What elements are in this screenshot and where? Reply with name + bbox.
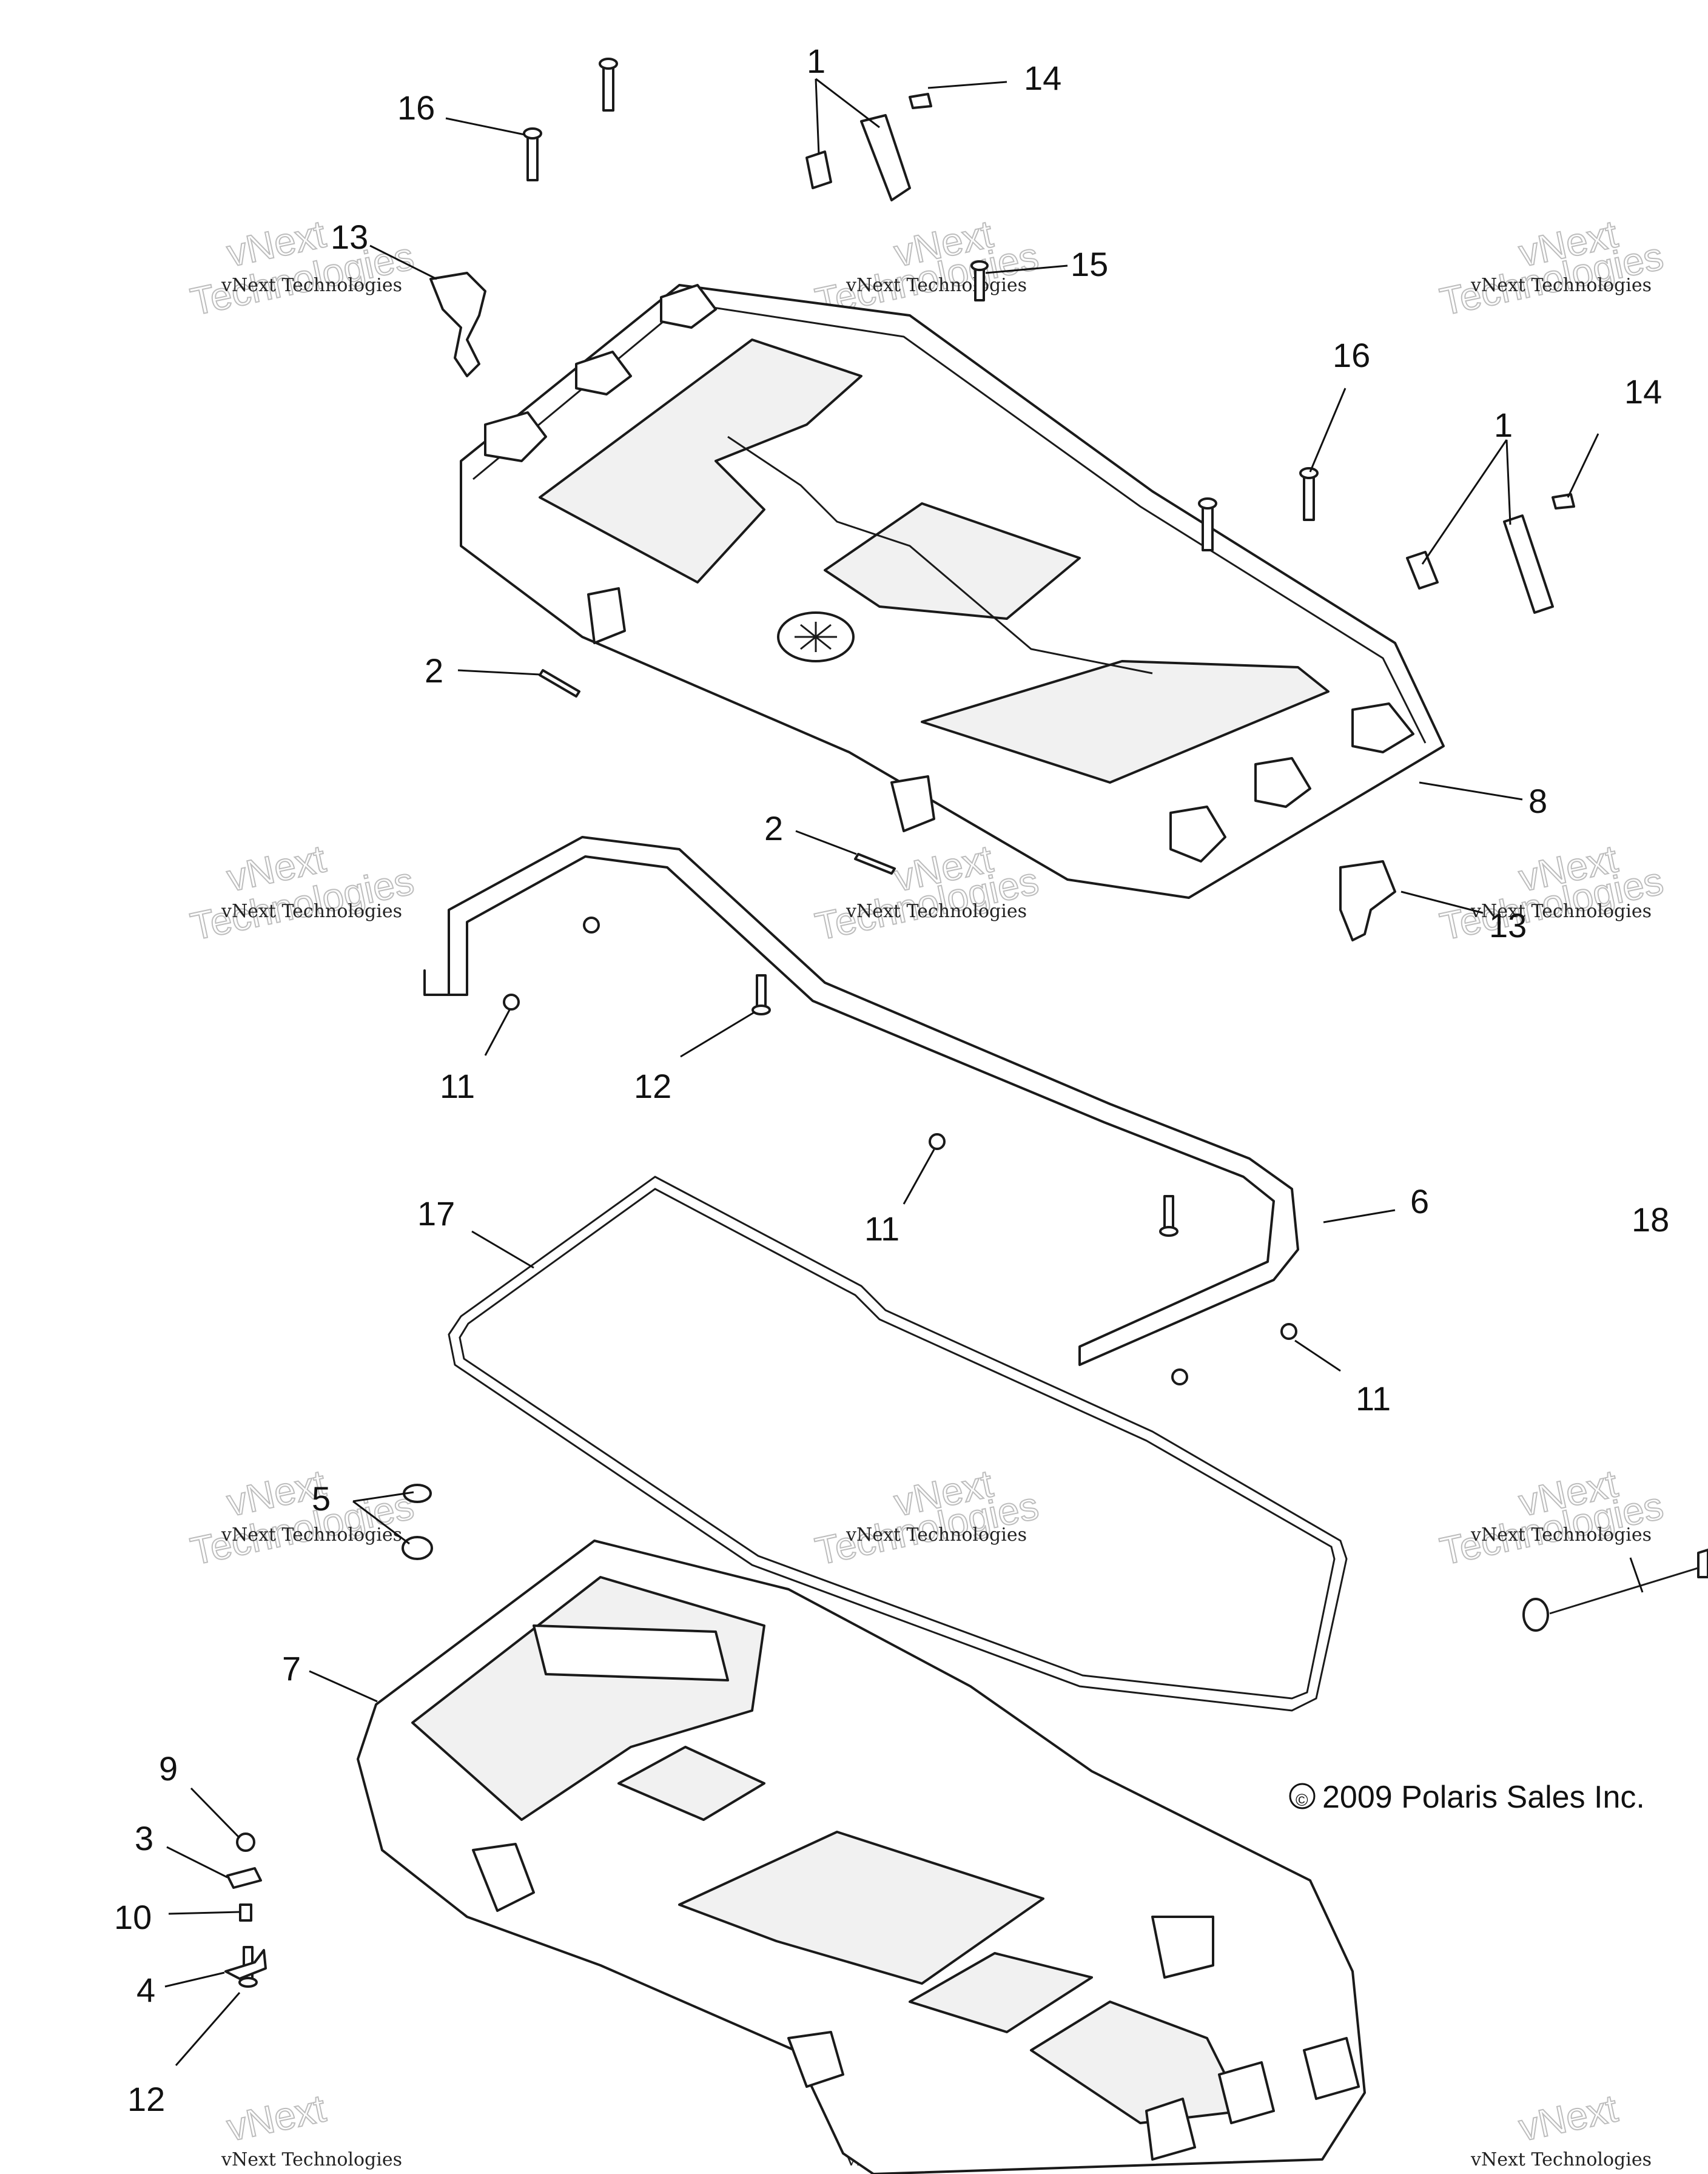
svg-text:vNext Technologies: vNext Technologies	[846, 901, 1027, 922]
svg-text:vNext Technologies: vNext Technologies	[221, 1524, 402, 1546]
copyright-symbol: ©	[1296, 1791, 1308, 1809]
callout-12: 12	[127, 2080, 165, 2118]
bolt-part	[599, 58, 618, 112]
box-base-part	[357, 1540, 1366, 2174]
bracket-part	[226, 1867, 262, 1889]
svg-text:vNext Technologies: vNext Technologies	[221, 275, 402, 296]
callout-1: 1	[807, 42, 825, 80]
callout-8: 8	[1528, 782, 1547, 820]
pin-part	[909, 93, 932, 109]
svg-text:vNext Technologies: vNext Technologies	[846, 275, 1027, 296]
rivet-part	[539, 669, 580, 698]
nut-part	[503, 994, 520, 1011]
bolt-part	[523, 127, 542, 181]
callout-13: 13	[1489, 906, 1527, 944]
svg-text:vNext Technologies: vNext Technologies	[846, 1524, 1027, 1546]
bracket-part	[224, 1949, 267, 1980]
callout-13: 13	[331, 218, 368, 256]
watermark: vNext Technologies vNext Technologies	[1436, 211, 1667, 324]
callout-2: 2	[425, 651, 443, 690]
hinge-part	[429, 272, 486, 377]
callout-7: 7	[282, 1649, 301, 1688]
watermark: vNext Technologies vNext Technologies	[186, 836, 418, 949]
svg-text:vNext: vNext	[1515, 2086, 1621, 2149]
latch-part	[805, 114, 911, 201]
svg-text:vNext Technologies: vNext Technologies	[1470, 1524, 1652, 1546]
cable-part	[1522, 1549, 1708, 1632]
callout-11: 11	[440, 1067, 475, 1105]
callouts: 1 14 16 13 15 16 14 1 2 2 8 13 11 12 11 …	[114, 42, 1669, 2118]
callout-14: 14	[1024, 59, 1061, 97]
seal-part	[448, 1176, 1348, 1712]
leader-lines	[164, 78, 1644, 2066]
svg-text:vNext Technologies: vNext Technologies	[221, 901, 402, 922]
watermark: vNext Technologies vNext Technologies	[1436, 836, 1667, 949]
copyright-text: 2009 Polaris Sales Inc.	[1322, 1780, 1645, 1815]
nut-part	[929, 1133, 946, 1150]
watermark: vNext Technologies vNext Technologies	[1436, 1461, 1667, 1573]
watermark: vNext Technologies vNext Technologies	[186, 1461, 418, 1573]
screw-part	[970, 260, 989, 301]
callout-12: 12	[634, 1067, 671, 1105]
bolt-part	[1299, 467, 1319, 521]
watermark: vNext Technologies vNext Technologies	[186, 211, 418, 324]
callout-10: 10	[114, 1898, 152, 1936]
callout-16: 16	[397, 89, 435, 127]
watermark: vNext vNext Technologies	[221, 2085, 402, 2170]
callout-3: 3	[135, 1819, 153, 1857]
bolt-part	[1159, 1195, 1178, 1237]
lid-part	[460, 284, 1445, 899]
callout-18: 18	[1632, 1200, 1669, 1239]
callout-1: 1	[1494, 406, 1513, 444]
callout-14: 14	[1624, 372, 1662, 411]
callout-16: 16	[1333, 336, 1370, 374]
watermark: vNext Technologies vNext Technologies	[811, 836, 1043, 949]
callout-6: 6	[1410, 1182, 1429, 1220]
nut-part	[583, 917, 600, 934]
callout-15: 15	[1071, 245, 1108, 283]
pin-part	[1552, 493, 1575, 510]
svg-text:vNext Technologies: vNext Technologies	[1470, 2149, 1652, 2170]
spacer-part	[239, 1903, 252, 1922]
svg-text:vNext: vNext	[223, 2086, 329, 2149]
latch-part	[1406, 514, 1554, 614]
rivet-part	[854, 853, 896, 875]
callout-11: 11	[864, 1210, 899, 1248]
copyright-icon	[1289, 1783, 1316, 1809]
nut-part	[236, 1832, 255, 1852]
svg-text:vNext Technologies: vNext Technologies	[1470, 275, 1652, 296]
bolt-part	[751, 974, 771, 1015]
callout-5: 5	[312, 1479, 331, 1518]
grommet-part	[402, 1536, 433, 1560]
callout-9: 9	[159, 1749, 178, 1788]
bolt-part	[1198, 497, 1217, 551]
svg-text:vNext Technologies: vNext Technologies	[221, 2149, 402, 2170]
frame-part	[423, 836, 1299, 1366]
svg-text:vNext Technologies: vNext Technologies	[1470, 901, 1652, 922]
callout-17: 17	[417, 1194, 455, 1233]
nut-part	[1280, 1323, 1297, 1340]
watermark: vNext vNext Technologies	[1470, 2085, 1652, 2170]
copyright-notice: © 2009 Polaris Sales Inc.	[1289, 1780, 1645, 1815]
watermark: vNext Technologies vNext Technologies	[811, 1461, 1043, 1573]
hinge-part	[1339, 860, 1396, 941]
callout-2: 2	[764, 809, 783, 847]
callout-4: 4	[136, 1971, 155, 2009]
nut-part	[1171, 1368, 1188, 1385]
callout-11: 11	[1356, 1379, 1391, 1418]
